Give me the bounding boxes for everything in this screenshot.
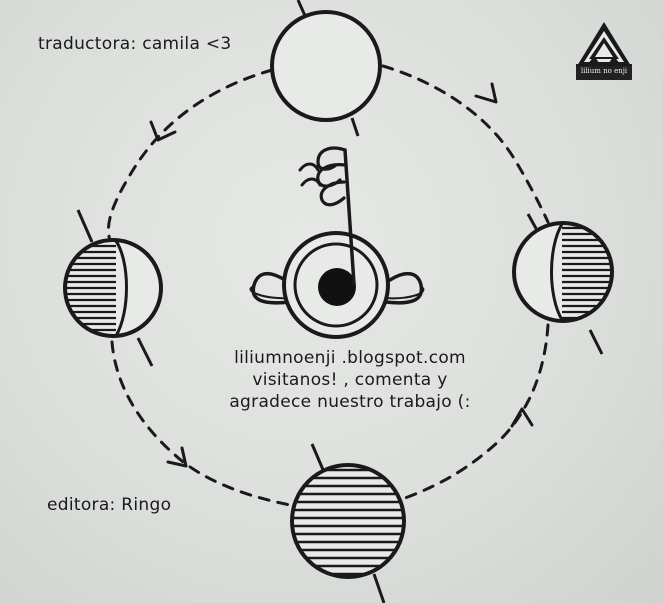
dashed-orbit [106,64,550,507]
logo-text: lilium no enji [580,67,628,75]
moon-bottom-icon [290,443,406,603]
arrow-top-left-icon [149,120,177,142]
moon-top-icon [270,0,382,137]
message-line-2: visitanos! , comenta y [252,370,448,390]
orbit-arrows [149,82,534,468]
blog-message: liliumnoenji .blogspot.com visitanos! , … [200,347,500,413]
moon-left-icon [63,209,163,367]
editor-credit: editora: Ringo [47,495,172,515]
message-line-3: agradece nuestro trabajo (: [229,392,471,412]
arrow-bottom-right-icon [510,407,534,428]
eye-with-music-note-icon [249,146,425,339]
blog-url: liliumnoenji .blogspot.com [234,348,466,368]
translator-credit: traductora: camila <3 [38,34,232,54]
triangle-logo-icon [576,22,632,80]
arrow-bottom-left-icon [166,446,188,468]
arrow-top-right-icon [474,82,498,104]
moon-right-icon [512,213,614,355]
